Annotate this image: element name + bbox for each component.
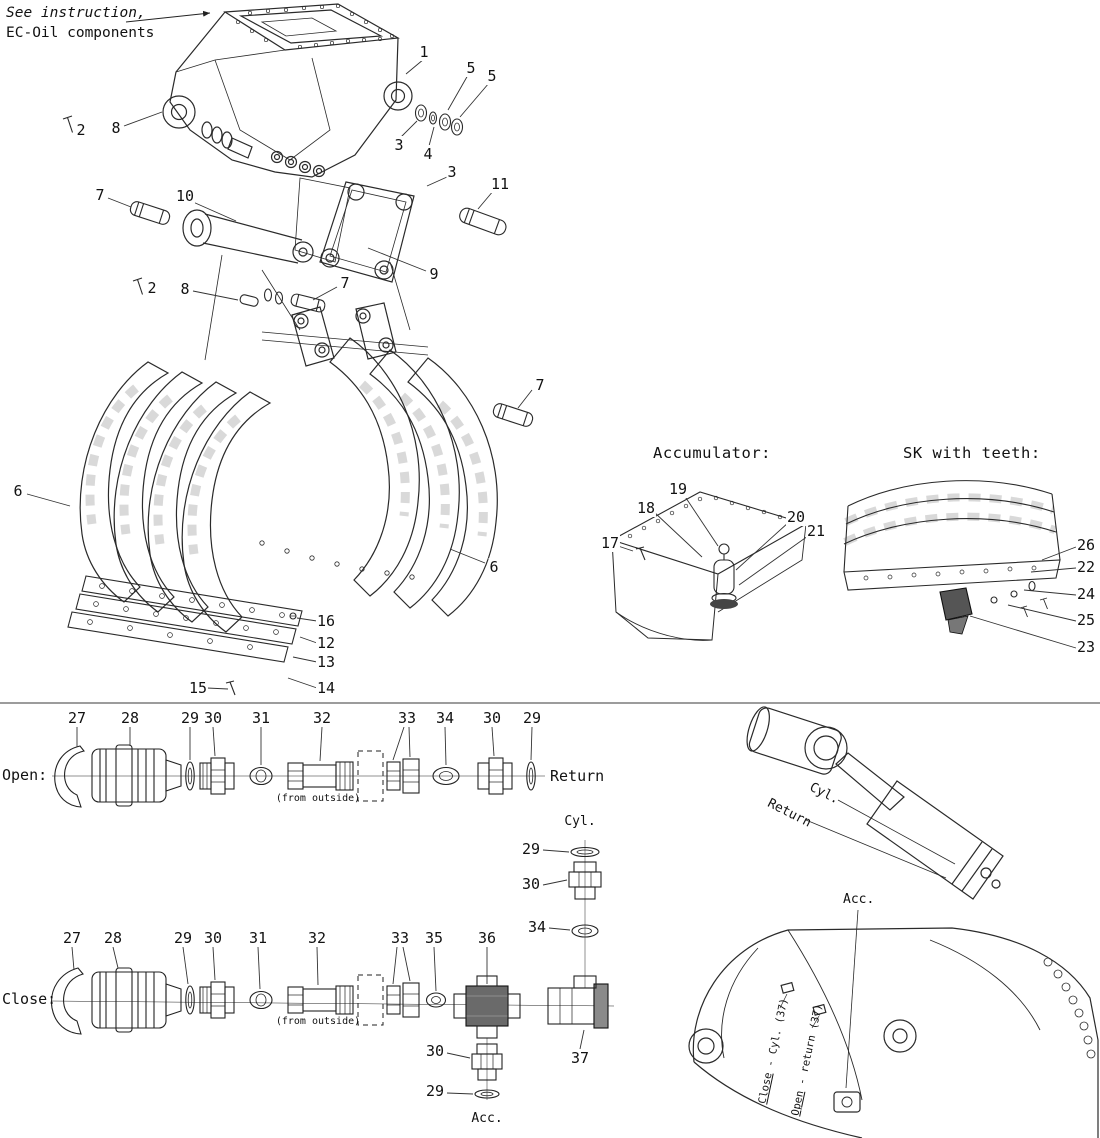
- callout-31: 31: [250, 709, 272, 727]
- callout-22: 22: [1075, 558, 1097, 576]
- instruction-arrow: [125, 10, 211, 23]
- callout-30: 30: [424, 1042, 446, 1060]
- callout-12: 12: [315, 634, 337, 652]
- callout-8: 8: [179, 280, 191, 298]
- callout-2: 2: [146, 279, 158, 297]
- acc-right-label: Acc.: [843, 892, 875, 907]
- callout-3: 3: [446, 163, 458, 181]
- callout-23: 23: [1075, 638, 1097, 656]
- accumulator-title: Accumulator:: [653, 444, 771, 462]
- callout-29: 29: [179, 709, 201, 727]
- cylinder-drawing: [746, 706, 1004, 1089]
- acc-stack-drawing: [471, 1038, 503, 1100]
- callout-29: 29: [424, 1082, 446, 1100]
- callout-28: 28: [102, 929, 124, 947]
- callout-7: 7: [534, 376, 546, 394]
- callout-29: 29: [172, 929, 194, 947]
- callout-37: 37: [569, 1049, 591, 1067]
- callout-7: 7: [339, 274, 351, 292]
- callout-18: 18: [635, 499, 657, 517]
- callout-33: 33: [389, 929, 411, 947]
- housing-drawing: [162, 3, 413, 178]
- callout-6: 6: [488, 558, 500, 576]
- callout-30: 30: [202, 709, 224, 727]
- callout-30: 30: [202, 929, 224, 947]
- callout-21: 21: [805, 522, 827, 540]
- callout-15: 15: [187, 679, 209, 697]
- close-label: Close:: [2, 990, 57, 1008]
- pins-drawing: [62, 115, 534, 696]
- grapple-body-drawing: [688, 927, 1099, 1138]
- linkage-drawing: [182, 177, 429, 367]
- leader-lines: [26, 58, 1077, 1095]
- callout-5: 5: [486, 67, 498, 85]
- sk-title: SK with teeth:: [903, 444, 1041, 462]
- callout-4: 4: [422, 145, 434, 163]
- callout-6: 6: [12, 482, 24, 500]
- callout-24: 24: [1075, 585, 1097, 603]
- close-row-drawing: [50, 967, 615, 1039]
- instruction-note-line2: EC-Oil components: [6, 25, 155, 41]
- left-tines-drawing: [79, 361, 272, 633]
- callout-13: 13: [315, 653, 337, 671]
- callout-7: 7: [94, 186, 106, 204]
- callout-25: 25: [1075, 611, 1097, 629]
- callout-26: 26: [1075, 536, 1097, 554]
- callout-32: 32: [311, 709, 333, 727]
- return-label: Return: [550, 767, 605, 785]
- callout-29: 29: [521, 709, 543, 727]
- callout-34: 34: [434, 709, 456, 727]
- callout-34: 34: [526, 918, 548, 936]
- callout-29: 29: [520, 840, 542, 858]
- callout-19: 19: [667, 480, 689, 498]
- callout-36: 36: [476, 929, 498, 947]
- callout-30: 30: [481, 709, 503, 727]
- accumulator-drawing: [610, 491, 808, 641]
- callout-31: 31: [247, 929, 269, 947]
- cyl-stack-drawing: [568, 840, 602, 988]
- callout-11: 11: [489, 175, 511, 193]
- callout-17: 17: [599, 534, 621, 552]
- right-tines-drawing: [259, 337, 498, 617]
- callout-14: 14: [315, 679, 337, 697]
- callout-28: 28: [119, 709, 141, 727]
- callout-2: 2: [75, 121, 87, 139]
- callout-3: 3: [393, 136, 405, 154]
- callout-33: 33: [396, 709, 418, 727]
- callout-8: 8: [110, 119, 122, 137]
- callout-32: 32: [306, 929, 328, 947]
- callout-9: 9: [428, 265, 440, 283]
- bottom-plates-drawing: [67, 575, 303, 663]
- from-outside-note-close: (from outside): [275, 1016, 361, 1027]
- open-label: Open:: [2, 766, 48, 784]
- from-outside-note-open: (from outside): [275, 793, 361, 804]
- callout-20: 20: [785, 508, 807, 526]
- callout-27: 27: [61, 929, 83, 947]
- sk-drawing: [843, 480, 1061, 635]
- instruction-note-line1: See instruction,: [6, 5, 146, 21]
- callout-27: 27: [66, 709, 88, 727]
- callout-35: 35: [423, 929, 445, 947]
- callout-10: 10: [174, 187, 196, 205]
- callout-30: 30: [520, 875, 542, 893]
- acc-bottom-label: Acc.: [471, 1111, 503, 1126]
- cyl-mid-label: Cyl.: [564, 814, 596, 829]
- callout-1: 1: [418, 43, 430, 61]
- callout-5: 5: [465, 59, 477, 77]
- callout-16: 16: [315, 612, 337, 630]
- washer-stack-drawing: [414, 104, 464, 136]
- open-row-drawing: [52, 744, 545, 808]
